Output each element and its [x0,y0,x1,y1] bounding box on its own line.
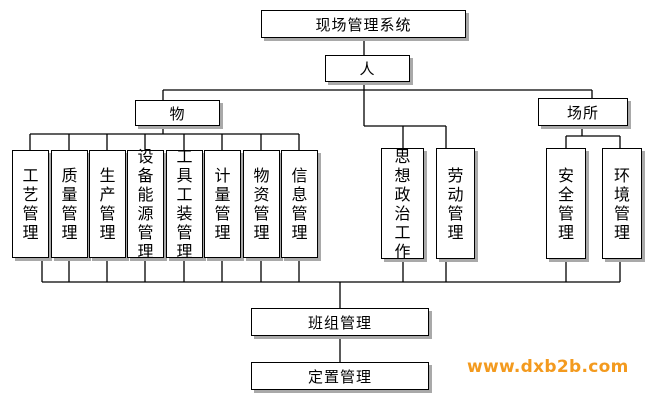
person-item-label: 思想政治工作 [394,146,411,261]
thing-item-label: 设备能源管理 [137,147,154,261]
thing-item-8: 信息管理 [281,150,318,258]
thing-item-label: 信息管理 [291,166,308,242]
thing-node: 物 [135,100,220,126]
person-item-label: 劳动管理 [447,165,464,242]
thing-item-5: 工具工装管理 [166,147,203,261]
thing-item-label: 计量管理 [214,166,231,242]
place-item-label: 安全管理 [557,165,574,242]
thing-item-label: 物资管理 [253,166,270,242]
thing-item-label: 工具工装管理 [176,147,193,261]
thing-item-2: 质量管理 [51,150,88,258]
thing-item-label: 质量管理 [61,166,78,242]
place-item-label: 环境管理 [613,165,630,242]
person-node: 人 [325,55,410,82]
root-node: 现场管理系统 [261,10,466,38]
place-node: 场所 [538,98,628,126]
place-item-1: 安全管理 [546,148,586,259]
person-item-2: 劳动管理 [436,148,475,259]
thing-item-label: 工艺管理 [22,166,39,242]
person-item-1: 思想政治工作 [381,146,424,261]
thing-item-4: 设备能源管理 [127,147,164,261]
thing-item-label: 生产管理 [99,166,116,242]
team-management-node: 班组管理 [251,308,429,336]
thing-item-6: 计量管理 [204,150,241,258]
thing-item-3: 生产管理 [89,150,126,258]
place-item-2: 环境管理 [602,148,642,259]
fixed-position-management-node: 定置管理 [251,362,429,390]
thing-item-7: 物资管理 [243,150,280,258]
thing-item-1: 工艺管理 [12,150,49,258]
watermark-text: www.dxb2b.com [467,357,629,377]
